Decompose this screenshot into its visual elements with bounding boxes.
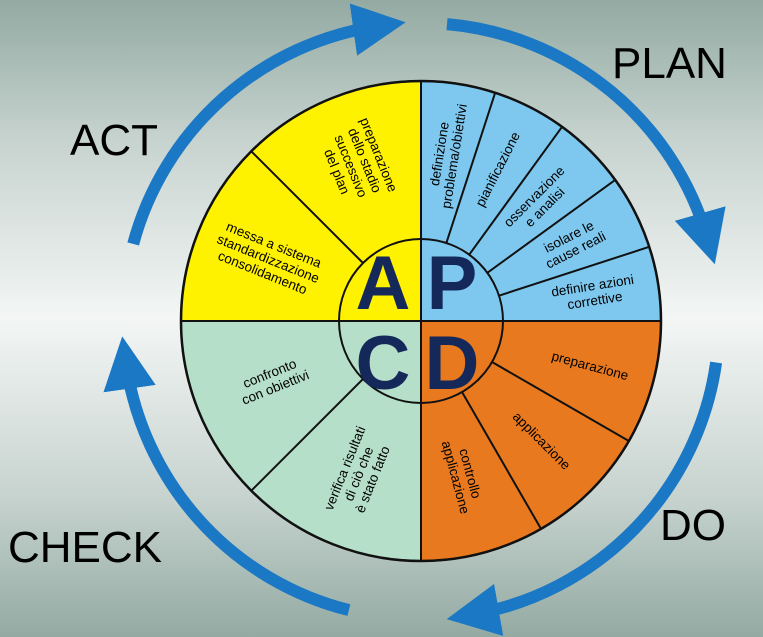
- divider-plan-1: [445, 92, 497, 244]
- plan-arrow: [446, 18, 726, 265]
- divider-do-2: [461, 391, 542, 530]
- core-letter-c: C: [356, 321, 411, 406]
- phase-label-act: ACT: [70, 116, 158, 165]
- divider-plan-3: [486, 179, 616, 274]
- pdca-wheel: [179, 79, 663, 563]
- divider-plan-4: [498, 245, 650, 297]
- segment-dividers: [250, 92, 650, 530]
- act-arrow: [127, 3, 406, 246]
- divider-check-1: [250, 378, 364, 492]
- phase-label-plan: PLAN: [612, 39, 727, 88]
- divider-plan-2: [468, 126, 563, 256]
- core-letter-a: A: [356, 241, 411, 326]
- do-arrow: [446, 361, 723, 636]
- divider-do-1: [491, 361, 630, 442]
- cycle-arrows: [103, 3, 726, 636]
- core-letter-d: D: [425, 321, 480, 406]
- divider-act-1: [250, 150, 364, 264]
- core-letter-p: P: [427, 241, 478, 326]
- check-arrow: [103, 336, 351, 616]
- phase-label-check: CHECK: [8, 523, 162, 572]
- phase-label-do: DO: [660, 501, 726, 550]
